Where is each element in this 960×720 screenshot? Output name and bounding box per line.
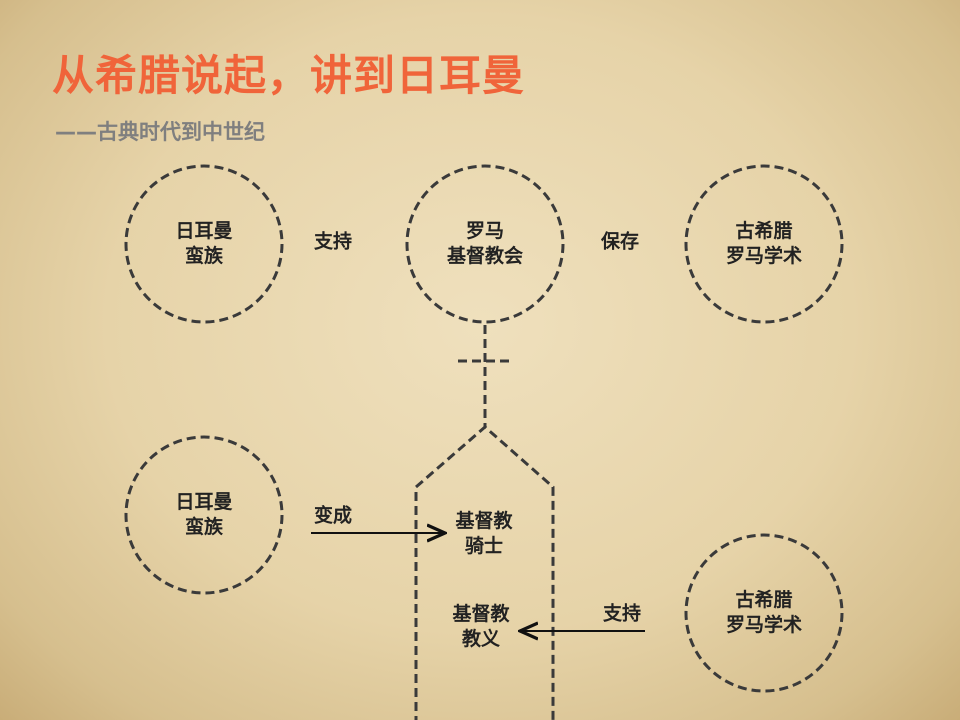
node-line: 骑士 [464,535,504,557]
node-line: 基督教 [455,510,513,532]
node-christian-doctrine: 基督教 教义 [452,602,509,652]
node-line: 蛮族 [184,245,224,267]
node-line: 日耳曼 [175,220,233,242]
circle-germanic-top [124,164,284,324]
node-line: 基督教 [452,603,510,625]
circle-greco-roman-bottom [684,533,844,693]
relation-preserve: 保存 [600,230,640,253]
circle-roman-church [405,164,565,324]
node-germanic-top: 日耳曼 蛮族 [175,219,232,269]
node-germanic-bottom: 日耳曼 蛮族 [175,490,232,540]
node-greco-roman-bottom: 古希腊 罗马学术 [726,588,802,638]
node-line: 古希腊 [735,589,793,611]
slide-title: 从希腊说起，讲到日耳曼 [52,51,526,100]
node-line: 基督教会 [446,245,524,267]
node-line: 罗马学术 [725,245,803,267]
node-line: 古希腊 [735,220,793,242]
node-line: 罗马学术 [725,614,803,636]
node-line: 蛮族 [184,516,224,538]
node-line: 教义 [461,628,501,650]
relation-support-top: 支持 [313,230,353,253]
node-greco-roman-top: 古希腊 罗马学术 [726,219,802,269]
node-roman-church: 罗马 基督教会 [447,219,523,269]
relation-become: 变成 [313,504,353,527]
node-line: 罗马 [465,220,505,242]
church-shape [414,425,555,720]
node-line: 日耳曼 [175,491,233,513]
node-christian-knight: 基督教 骑士 [455,509,512,559]
circle-greco-roman-top [684,164,844,324]
circle-germanic-bottom [124,435,284,595]
relation-support-bottom: 支持 [602,602,642,625]
slide-subtitle: ——古典时代到中世纪 [55,120,265,144]
